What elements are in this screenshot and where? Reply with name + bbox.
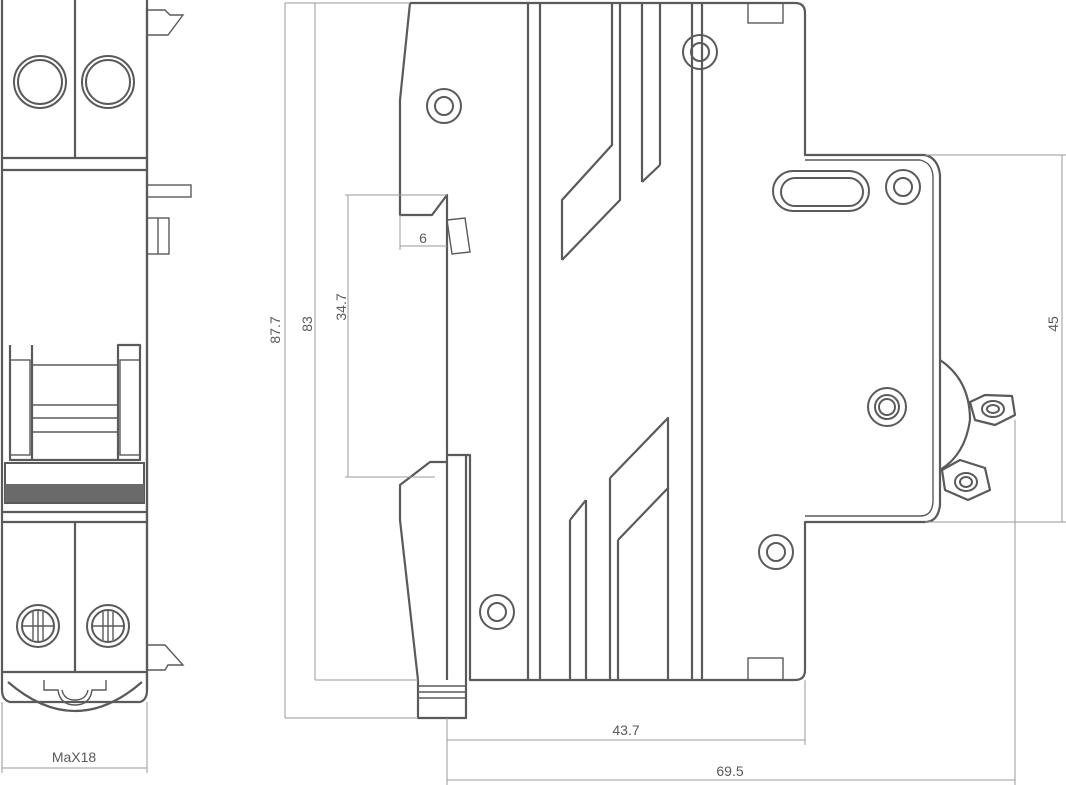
screw-5-icon bbox=[758, 534, 794, 570]
front-face-height-label: 45 bbox=[1045, 316, 1061, 332]
side-view: 87.7 83 34.7 6 45 43.7 69.5 bbox=[267, 1, 1066, 785]
bottom-terminal-right-icon bbox=[86, 604, 130, 648]
top-terminal-right-icon bbox=[81, 55, 135, 109]
screw-6-icon bbox=[479, 594, 515, 630]
overall-height-label: 87.7 bbox=[267, 316, 283, 343]
slot-icon bbox=[772, 170, 870, 212]
bottom-terminal-left-icon bbox=[16, 604, 60, 648]
overall-depth-label: 69.5 bbox=[716, 763, 743, 779]
lug-upper-icon bbox=[968, 393, 1017, 427]
screw-3-icon bbox=[885, 169, 921, 205]
toggle-indicator-band bbox=[5, 484, 144, 502]
rail-offset-label: 6 bbox=[419, 230, 427, 246]
width-dimension-label: MaX18 bbox=[52, 749, 97, 765]
rail-clip-height-label: 34.7 bbox=[333, 293, 349, 320]
screw-1-icon bbox=[426, 88, 462, 124]
body-height-label: 83 bbox=[299, 316, 315, 332]
lug-lower-icon bbox=[940, 458, 992, 502]
front-depth-label: 43.7 bbox=[612, 722, 639, 738]
top-terminal-left-icon bbox=[13, 55, 67, 109]
screw-4-icon bbox=[867, 387, 907, 427]
front-view: MaX18 bbox=[0, 0, 192, 773]
screw-2-icon bbox=[682, 34, 718, 70]
